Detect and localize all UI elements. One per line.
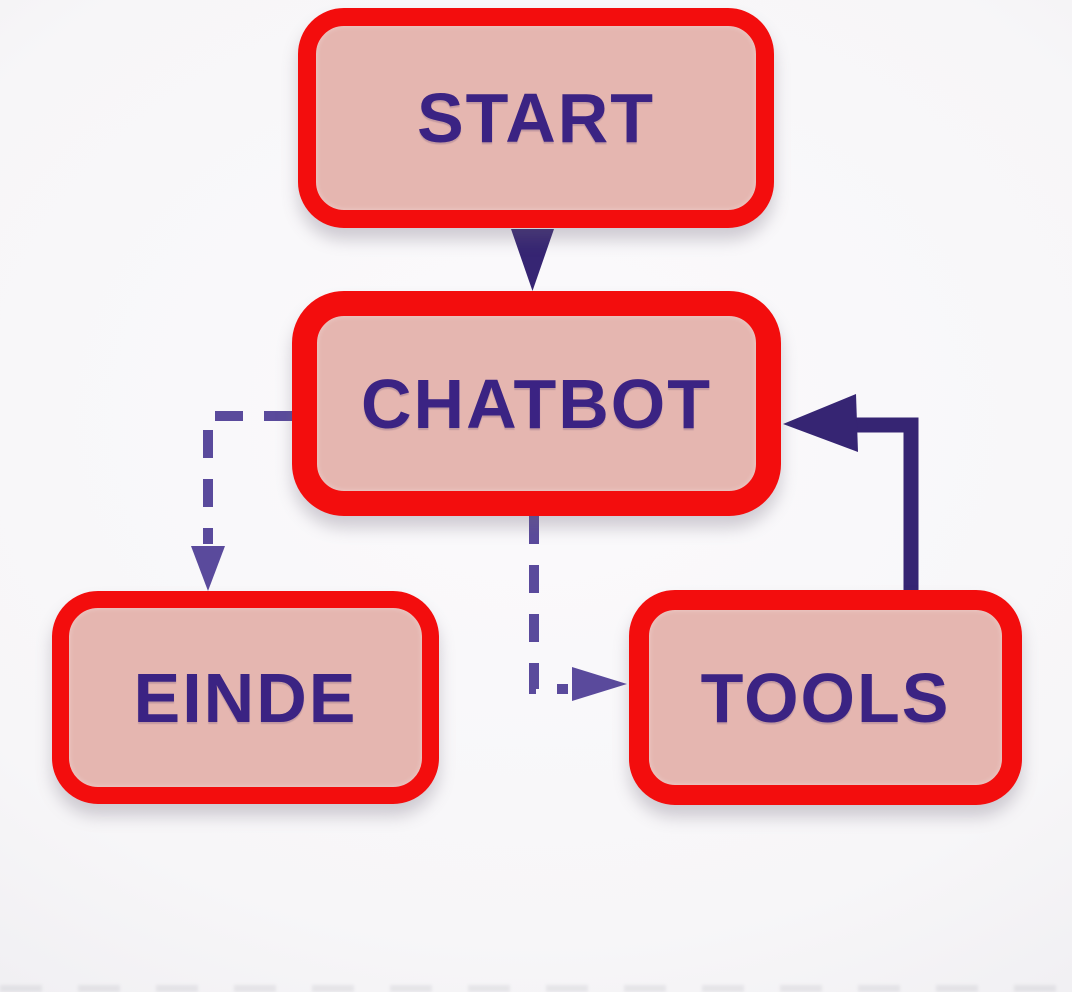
node-tools: TOOLS [629, 590, 1022, 805]
edge-chatbot-to-einde [203, 411, 292, 544]
node-einde-label: EINDE [133, 658, 358, 737]
node-chatbot-label: CHATBOT [361, 364, 712, 443]
edge-tools-to-chatbot [853, 417, 919, 591]
edge-chatbot-to-tools-arrowhead-icon [572, 667, 627, 701]
edge-chatbot-to-einde-arrowhead-icon [191, 546, 225, 591]
edge-tools-to-chatbot-arrowhead-icon [783, 394, 858, 452]
edge-start-to-chatbot-arrowhead-icon [511, 229, 554, 291]
node-start: START [298, 8, 774, 228]
node-tools-label: TOOLS [700, 658, 951, 737]
bottom-edge-artifact [0, 985, 1072, 992]
edge-chatbot-to-tools [529, 516, 568, 694]
node-start-label: START [416, 79, 656, 157]
node-einde: EINDE [52, 591, 439, 804]
node-chatbot: CHATBOT [292, 291, 781, 516]
